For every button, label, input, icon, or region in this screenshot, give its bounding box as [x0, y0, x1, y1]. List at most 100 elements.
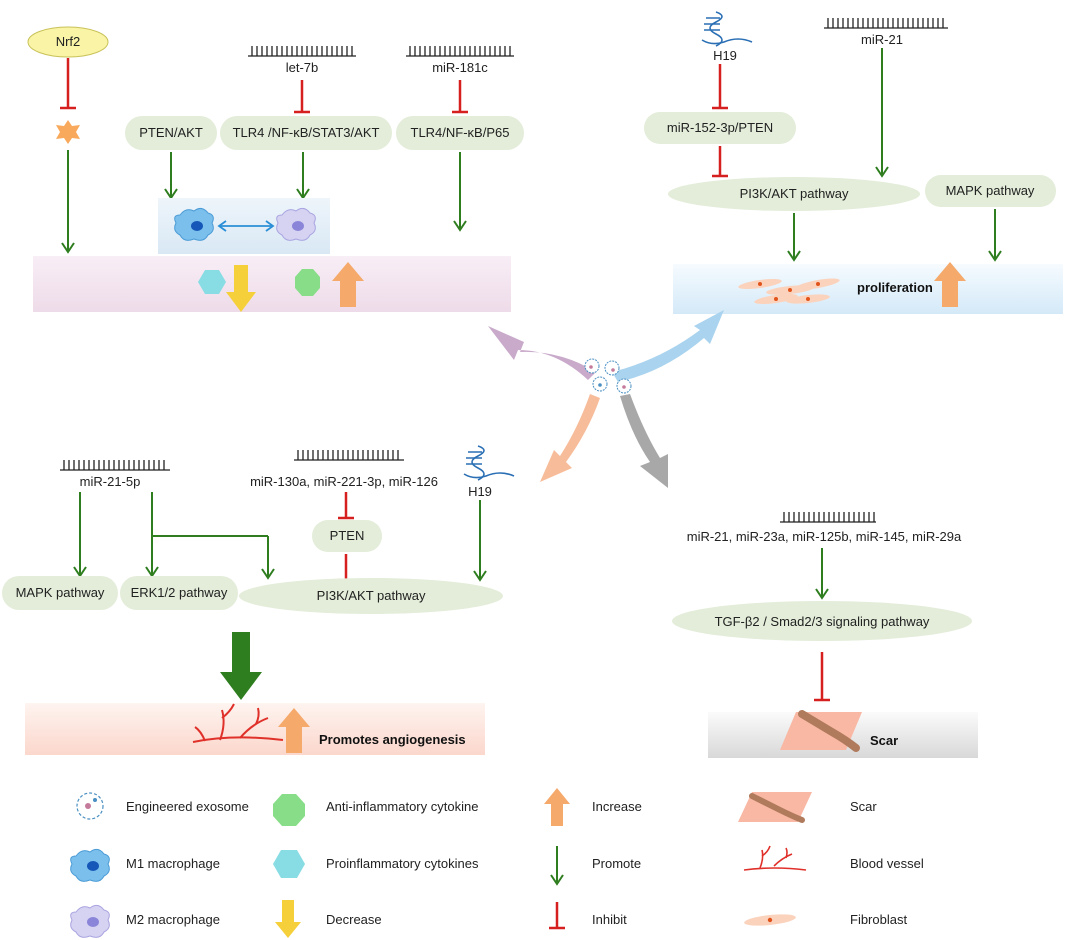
tgf-pill — [672, 601, 972, 641]
mapk-angio-label: MAPK pathway — [16, 585, 105, 600]
angiogenesis-label: Promotes angiogenesis — [319, 732, 466, 747]
promote-arrow — [988, 209, 1002, 262]
decrease-arrow-icon — [226, 265, 256, 312]
m1-macrophage-icon — [174, 207, 214, 241]
scar-icon — [780, 710, 862, 752]
arrow-to-proliferation — [612, 310, 724, 382]
promote-arrow — [73, 492, 87, 578]
legend-promote-label: Promote — [592, 856, 641, 871]
h19-angio-label: H19 — [468, 484, 492, 499]
fibroblast-cluster-icon — [738, 278, 840, 305]
legend-inhibit: Inhibit — [549, 902, 627, 930]
legend-engineered-exosome-label: Engineered exosome — [126, 799, 249, 814]
mapk-pill — [925, 175, 1056, 207]
pi3k-angio-pill — [239, 578, 503, 614]
scar-icon — [738, 792, 812, 823]
legend-scar-label: Scar — [850, 799, 877, 814]
proinflammatory-cytokine-icon — [273, 850, 305, 878]
legend-anti-cytokine: Anti-inflammatory cytokine — [273, 794, 478, 826]
inhibit-arrow — [338, 554, 354, 582]
engineered-exosome-cluster — [584, 358, 632, 394]
angiogenesis-panel: miR-21-5p miR-130a, miR-221-3p, miR-126 … — [2, 445, 515, 755]
increase-arrow-icon — [544, 788, 570, 826]
arrow-to-angiogenesis — [540, 394, 600, 482]
promote-arrow-icon — [550, 846, 564, 886]
mir21-label: miR-21 — [861, 32, 903, 47]
mirs-scar-label: miR-21, miR-23a, miR-125b, miR-145, miR-… — [687, 529, 962, 544]
h19-label: H19 — [713, 48, 737, 63]
nrf2-label: Nrf2 — [56, 34, 81, 49]
inhibit-arrow — [60, 58, 76, 110]
promote-arrow — [453, 152, 467, 232]
legend-m1: M1 macrophage — [70, 848, 220, 882]
tlr4-stat3-label: TLR4 /NF-κB/STAT3/AKT — [233, 125, 380, 140]
legend-pro-cytokines: Proinflammatory cytokines — [273, 850, 479, 878]
inhibit-arrow — [712, 64, 728, 110]
legend-scar: Scar — [738, 792, 877, 823]
mapk-angio-pill — [2, 576, 118, 610]
m2-macrophage-icon — [70, 904, 110, 938]
proliferation-band — [673, 264, 1063, 314]
inhibit-arrow — [452, 80, 468, 114]
erk-pill — [120, 576, 238, 610]
legend-m2: M2 macrophage — [70, 904, 220, 938]
proliferation-label: proliferation — [857, 280, 933, 295]
inflammation-panel: Nrf2 let-7b miR-181c — [27, 26, 524, 312]
mir152-pten-pill — [644, 112, 796, 144]
bidirectional-arrow — [217, 220, 275, 232]
mir181c-label: miR-181c — [432, 60, 488, 75]
proliferation-panel: H19 miR-21 miR-152-3p/PTEN PI3K/AKT path… — [644, 11, 1063, 314]
decrease-arrow-icon — [275, 900, 301, 938]
pten-akt-pill — [125, 116, 217, 150]
let7b-label: let-7b — [286, 60, 319, 75]
promote-arrow — [787, 213, 801, 262]
legend-increase-label: Increase — [592, 799, 642, 814]
blood-vessel-icon — [192, 703, 284, 743]
promote-arrow — [815, 548, 829, 600]
legend-inhibit-label: Inhibit — [592, 912, 627, 927]
inflammation-band — [33, 256, 511, 312]
h19-lncrna-icon — [701, 11, 753, 47]
tlr4-p65-label: TLR4/NF-κB/P65 — [411, 125, 510, 140]
legend-increase: Increase — [544, 788, 642, 826]
mirs-angiogenesis-label: miR-130a, miR-221-3p, miR-126 — [250, 474, 438, 489]
mirna-strand-icon — [60, 460, 170, 471]
increase-arrow-icon — [332, 262, 364, 307]
fibroblast-icon — [744, 914, 796, 926]
promote-arrow — [296, 152, 310, 200]
mirna-strand-icon — [406, 46, 514, 57]
increase-arrow-icon — [278, 708, 310, 753]
inhibit-arrow-icon — [549, 902, 565, 930]
arrow-to-inflammation — [488, 326, 596, 380]
legend: Engineered exosome M1 macrophage M2 macr… — [70, 788, 924, 938]
legend-fibroblast-label: Fibroblast — [850, 912, 907, 927]
pi3k-angio-label: PI3K/AKT pathway — [317, 588, 426, 603]
mir152-label: miR-152-3p/PTEN — [667, 120, 773, 135]
h19-lncrna-icon — [463, 445, 515, 481]
legend-decrease-label: Decrease — [326, 912, 382, 927]
legend-blood-vessel: Blood vessel — [743, 845, 924, 871]
tlr4-stat3-pill — [220, 116, 392, 150]
tlr4-p65-pill — [396, 116, 524, 150]
promote-arrow — [164, 152, 178, 200]
nrf2-node — [27, 26, 109, 58]
legend-engineered-exosome: Engineered exosome — [76, 792, 249, 820]
m2-macrophage-icon — [276, 207, 316, 241]
legend-pro-cytokines-label: Proinflammatory cytokines — [326, 856, 479, 871]
mapk-label: MAPK pathway — [946, 183, 1035, 198]
proinflammatory-cytokine-icon — [198, 270, 226, 294]
legend-m2-label: M2 macrophage — [126, 912, 220, 927]
mirna-strand-icon — [248, 46, 356, 57]
pi3k-label: PI3K/AKT pathway — [740, 186, 849, 201]
inhibit-arrow — [712, 146, 728, 178]
pi3k-akt-pill — [668, 177, 920, 211]
promote-arrow — [875, 48, 889, 178]
pten-pill — [312, 520, 382, 552]
tgf-label: TGF-β2 / Smad2/3 signaling pathway — [715, 614, 930, 629]
promote-arrow — [473, 500, 487, 582]
mir21-5p-label: miR-21-5p — [80, 474, 141, 489]
erk-label: ERK1/2 pathway — [131, 585, 228, 600]
target-star-icon — [56, 120, 80, 144]
blood-vessel-icon — [743, 845, 807, 871]
